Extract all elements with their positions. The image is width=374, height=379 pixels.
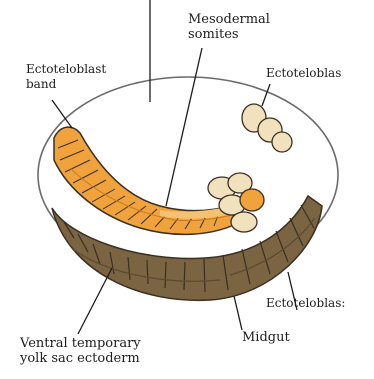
label-ectoteloblast-bottom: Ectoteloblas: — [266, 296, 345, 311]
label-ventral-temporary-yolk-sac-ectoderm: Ventral temporary yolk sac ectoderm — [20, 336, 141, 366]
ectoteloblast-cells-upper — [242, 104, 292, 152]
label-mesodermal-somites: Mesodermal somites — [188, 12, 270, 42]
ectoteloblast-band — [54, 127, 236, 234]
label-ectoteloblast-top: Ectoteloblas — [266, 66, 341, 81]
label-ectoteloblast-band: Ectoteloblast band — [26, 62, 106, 92]
label-midgut: Midgut — [242, 330, 290, 345]
